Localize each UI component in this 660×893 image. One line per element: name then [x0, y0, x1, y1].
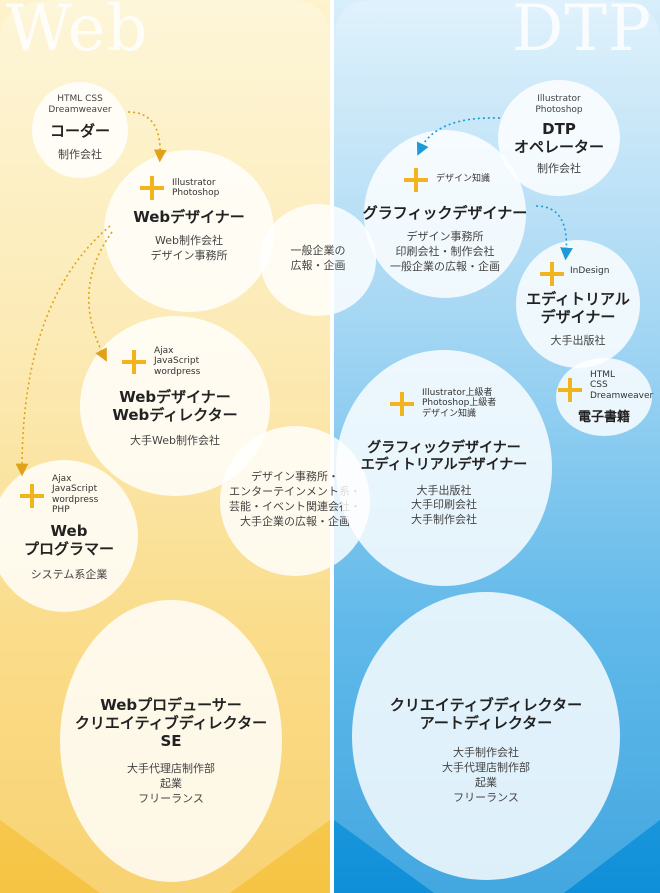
- ge-employer-2: 大手印刷会社: [411, 498, 477, 512]
- dtpop-skill-2: Photoshop: [535, 104, 583, 115]
- wp-skill-1: Ajax: [52, 474, 72, 484]
- ge-skill-1: Illustrator上級者: [422, 388, 493, 398]
- dtp-column-title: DTP: [511, 0, 652, 66]
- wp-skill-4: PHP: [52, 505, 70, 516]
- ge-title-2: エディトリアルデザイナー: [360, 456, 528, 473]
- coder-skill-2: Dreamweaver: [48, 104, 112, 115]
- wdd-skill-3: wordpress: [154, 366, 201, 377]
- dtpop-title-1: DTP: [542, 119, 576, 138]
- node-dtp-operator: Illustrator Photoshop DTP オペレーター 制作会社: [498, 80, 620, 196]
- web-designer-title: Webデザイナー: [133, 208, 245, 226]
- wp-skill-3: wordpress: [52, 494, 99, 505]
- gd-employer-2: 印刷会社・制作会社: [395, 244, 495, 258]
- cd-title-2: アートディレクター: [419, 714, 553, 732]
- coder-skill-1: HTML CSS: [57, 94, 103, 104]
- plus-icon: [558, 378, 582, 402]
- web-designer-employer-2: デザイン事務所: [150, 248, 228, 262]
- cd-employer-1: 大手制作会社: [453, 746, 519, 759]
- coder-employer-1: 制作会社: [58, 147, 102, 161]
- plus-icon: [404, 168, 428, 192]
- node-coder: HTML CSS Dreamweaver コーダー 制作会社: [32, 82, 128, 178]
- node-shared-general: 一般企業の 広報・企画: [260, 204, 376, 316]
- wp-title-2: プログラマー: [23, 540, 114, 558]
- ge-employer-3: 大手制作会社: [411, 513, 477, 527]
- wp-title-1: Web: [50, 522, 88, 540]
- wdd-skill-1: Ajax: [154, 346, 174, 356]
- shared-design-employer-4: 大手企業の広報・企画: [240, 514, 350, 528]
- wprod-title-1: Webプロデューサー: [100, 696, 242, 714]
- plus-icon: [540, 262, 564, 286]
- dtpop-employer-1: 制作会社: [537, 161, 581, 175]
- gd-title: グラフィックデザイナー: [362, 204, 528, 222]
- ge-title-1: グラフィックデザイナー: [367, 440, 521, 456]
- dtpop-skill-1: Illustrator: [537, 94, 581, 104]
- cd-employer-3: 起業: [475, 775, 497, 789]
- ebook-skill-1: HTML: [590, 370, 616, 380]
- node-graphic-editorial: Illustrator上級者 Photoshop上級者 デザイン知識 グラフィッ…: [336, 350, 552, 586]
- ed-title-1: エディトリアル: [526, 290, 630, 308]
- gd-employer-3: 一般企業の広報・企画: [390, 259, 500, 273]
- cd-employer-4: フリーランス: [453, 790, 519, 804]
- plus-icon: [20, 484, 44, 508]
- gd-skill-1: デザイン知識: [436, 174, 491, 184]
- coder-title: コーダー: [49, 121, 110, 140]
- wdd-skill-2: JavaScript: [154, 356, 200, 367]
- shared-design-employer-2: エンターテインメント系・: [229, 484, 361, 498]
- ebook-title: 電子書籍: [577, 410, 630, 425]
- ge-employer-1: 大手出版社: [416, 483, 472, 497]
- web-designer-skill-2: Photoshop: [172, 188, 220, 199]
- web-designer-employer-1: Web制作会社: [155, 234, 223, 247]
- cd-employer-2: 大手代理店制作部: [442, 760, 530, 774]
- wp-employer-1: システム系企業: [30, 568, 108, 581]
- ge-skill-2: Photoshop上級者: [422, 398, 497, 409]
- ge-skill-3: デザイン知識: [422, 408, 477, 419]
- wprod-title-2: クリエイティブディレクター: [74, 714, 268, 732]
- ebook-skill-3: Dreamweaver: [590, 390, 654, 401]
- gd-employer-1: デザイン事務所: [406, 230, 484, 243]
- shared-design-employer-1: デザイン事務所・: [251, 470, 339, 483]
- cd-title-1: クリエイティブディレクター: [389, 696, 583, 714]
- plus-icon: [140, 176, 164, 200]
- web-column-title: Web: [6, 0, 149, 66]
- wprod-title-3: SE: [160, 732, 182, 750]
- wdd-title-1: Webデザイナー: [119, 388, 231, 406]
- node-creative-director: クリエイティブディレクター アートディレクター 大手制作会社 大手代理店制作部 …: [352, 592, 620, 880]
- ed-skill-1: InDesign: [570, 266, 610, 276]
- shared-design-employer-3: 芸能・イベント関連会社・: [229, 499, 361, 513]
- ed-title-2: デザイナー: [540, 308, 616, 326]
- wprod-employer-1: 大手代理店制作部: [127, 762, 215, 775]
- plus-icon: [390, 392, 414, 416]
- ebook-skill-2: CSS: [590, 380, 608, 391]
- dtpop-title-2: オペレーター: [513, 137, 604, 156]
- web-designer-skill-1: Illustrator: [172, 178, 216, 188]
- wp-skill-2: JavaScript: [52, 484, 98, 495]
- shared-general-employer-1: 一般企業の: [290, 244, 346, 257]
- ed-employer-1: 大手出版社: [550, 334, 606, 347]
- node-web-programmer: Ajax JavaScript wordpress PHP Web プログラマー…: [0, 460, 138, 612]
- shared-general-employer-2: 広報・企画: [290, 258, 346, 272]
- node-ebook: HTML CSS Dreamweaver 電子書籍: [556, 358, 654, 436]
- wprod-employer-3: フリーランス: [138, 791, 204, 805]
- node-web-designer: Illustrator Photoshop Webデザイナー Web制作会社 デ…: [104, 150, 274, 312]
- plus-icon: [122, 350, 146, 374]
- node-editorial-designer: InDesign エディトリアル デザイナー 大手出版社: [516, 240, 640, 368]
- node-graphic-designer: デザイン知識 グラフィックデザイナー デザイン事務所 印刷会社・制作会社 一般企…: [363, 130, 527, 298]
- node-web-producer: Webプロデューサー クリエイティブディレクター SE 大手代理店制作部 起業 …: [60, 600, 282, 882]
- wdd-title-2: Webディレクター: [112, 406, 238, 424]
- wdd-employer-1: 大手Web制作会社: [130, 434, 220, 447]
- wprod-employer-2: 起業: [160, 776, 182, 790]
